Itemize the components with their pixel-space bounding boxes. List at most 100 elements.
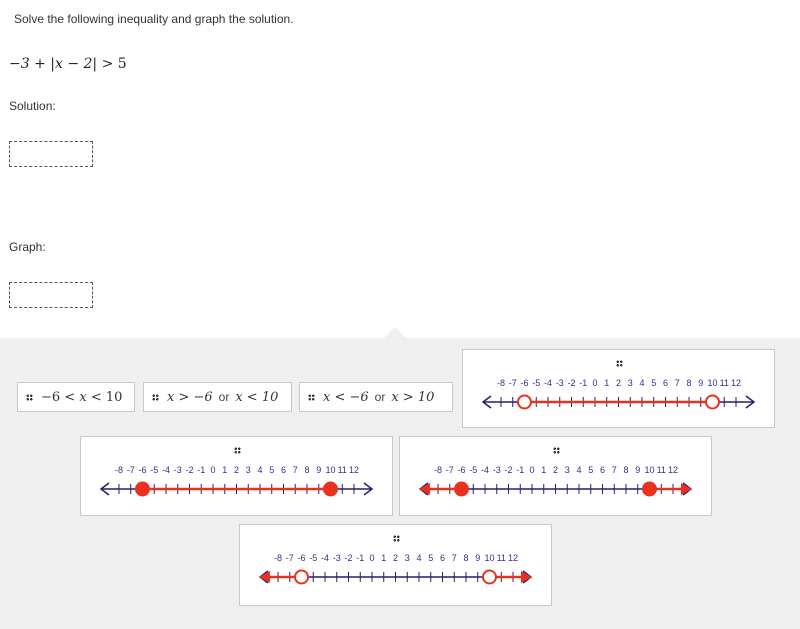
tick-label: -7 (446, 465, 454, 475)
tick-label: 10 (484, 553, 494, 563)
tick-label: -8 (274, 553, 282, 563)
tick-label: -7 (127, 465, 135, 475)
solution-arrow-right-icon (681, 483, 692, 495)
tick-label: -3 (493, 465, 501, 475)
right-arrow-icon (745, 395, 756, 409)
graph-label: Graph: (9, 240, 46, 254)
tick-label: 12 (731, 378, 741, 388)
open-endpoint (294, 569, 309, 585)
drag-handle-icon (308, 393, 315, 401)
tick-label: 8 (304, 465, 309, 475)
tick-label: -8 (434, 465, 442, 475)
drag-handle-icon (152, 393, 159, 401)
tick-label: -6 (520, 378, 528, 388)
tick-label: 2 (616, 378, 621, 388)
tick-label: 9 (475, 553, 480, 563)
tick-label: 6 (663, 378, 668, 388)
tick-label: 3 (246, 465, 251, 475)
tick-label: -2 (185, 465, 193, 475)
answer-tile-interval[interactable]: −6 < x < 10 (17, 382, 135, 412)
tick-label: -2 (567, 378, 575, 388)
tick-label: 10 (644, 465, 654, 475)
tick-label: 6 (440, 553, 445, 563)
right-arrow-icon (363, 482, 374, 496)
tick-label: 2 (234, 465, 239, 475)
closed-endpoint (323, 481, 338, 497)
tick-label: -6 (297, 553, 305, 563)
drag-handle-icon (233, 447, 241, 454)
drag-handle-icon (26, 393, 33, 401)
tick-label: 7 (452, 553, 457, 563)
tick-label: 1 (222, 465, 227, 475)
tick-label: 4 (639, 378, 644, 388)
tick-label: 5 (428, 553, 433, 563)
tick-label: -1 (579, 378, 587, 388)
tick-label: 11 (657, 465, 666, 475)
open-endpoint (517, 394, 532, 410)
tick-label: -4 (162, 465, 170, 475)
solution-dropzone[interactable] (9, 141, 93, 167)
solution-arrow-left-icon (259, 571, 270, 583)
answer-bank-pointer (384, 327, 406, 338)
tick-label: 0 (369, 553, 374, 563)
tick-label: 11 (338, 465, 347, 475)
tick-label: -3 (556, 378, 564, 388)
tick-label: -5 (532, 378, 540, 388)
tick-label: 9 (316, 465, 321, 475)
closed-endpoint (135, 481, 150, 497)
tick-label: -6 (457, 465, 465, 475)
tick-label: 8 (463, 553, 468, 563)
tick-label: -1 (197, 465, 205, 475)
tick-label: 4 (416, 553, 421, 563)
tick-label: -4 (321, 553, 329, 563)
tick-label: -8 (497, 378, 505, 388)
tick-label: -5 (469, 465, 477, 475)
tick-label: 5 (269, 465, 274, 475)
tick-label: 2 (393, 553, 398, 563)
tick-label: 8 (623, 465, 628, 475)
solution-arrow-left-icon (419, 483, 430, 495)
tick-label: 9 (698, 378, 703, 388)
tick-label: 0 (592, 378, 597, 388)
tick-label: 2 (553, 465, 558, 475)
tick-label: 7 (612, 465, 617, 475)
tick-label: 7 (675, 378, 680, 388)
open-endpoint (482, 569, 497, 585)
tick-label: 11 (497, 553, 506, 563)
tick-label: 12 (508, 553, 518, 563)
left-arrow-icon (481, 395, 492, 409)
tick-label: 1 (541, 465, 546, 475)
tick-label: 1 (604, 378, 609, 388)
tick-label: -4 (544, 378, 552, 388)
tick-label: 3 (565, 465, 570, 475)
tick-label: 4 (257, 465, 262, 475)
tick-label: 6 (600, 465, 605, 475)
tick-label: -4 (481, 465, 489, 475)
closed-endpoint (642, 481, 657, 497)
drag-handle-icon (615, 360, 623, 367)
tick-label: 4 (576, 465, 581, 475)
tick-label: 12 (668, 465, 678, 475)
tick-label: 10 (707, 378, 717, 388)
tick-label: -7 (286, 553, 294, 563)
tick-label: 0 (210, 465, 215, 475)
tick-label: -7 (509, 378, 517, 388)
graph-dropzone[interactable] (9, 282, 93, 308)
tick-label: 11 (720, 378, 729, 388)
tick-label: -5 (309, 553, 317, 563)
drag-handle-icon (552, 447, 560, 454)
tick-label: 5 (588, 465, 593, 475)
tick-label: -2 (344, 553, 352, 563)
solution-arrow-right-icon (521, 571, 532, 583)
left-arrow-icon (99, 482, 110, 496)
tick-label: 10 (325, 465, 335, 475)
